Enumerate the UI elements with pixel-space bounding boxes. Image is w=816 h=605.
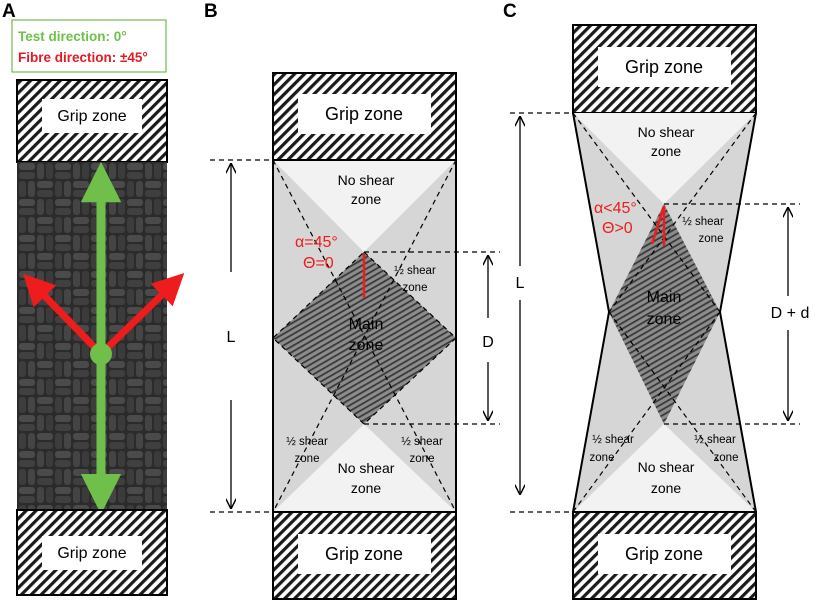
- no-shear-label-top-c-2: zone: [651, 143, 682, 159]
- no-shear-label-bottom-c-2: zone: [651, 480, 682, 496]
- grip-zone-label-top-b: Grip zone: [325, 104, 403, 124]
- no-shear-label-top-b-2: zone: [351, 191, 382, 207]
- no-shear-zone-top-b: [273, 160, 456, 252]
- dimension-d-label-c: D + d: [771, 305, 810, 322]
- grip-zone-label-bottom-b: Grip zone: [325, 544, 403, 564]
- dimension-d-label-b: D: [482, 334, 494, 351]
- half-shear-label-bl-c-1: ½ shear: [592, 434, 634, 446]
- dimension-d-c: [664, 203, 800, 425]
- legend-box: [11, 19, 167, 73]
- alpha-label-c: α<45°: [594, 200, 637, 217]
- grip-label-box-bottom-a: [42, 536, 142, 570]
- half-shear-label-br-b-1: ½ shear: [401, 436, 443, 448]
- grip-zone-label-top-a: Grip zone: [57, 108, 126, 125]
- panel-letter-a: A: [2, 1, 16, 22]
- dimension-d-b: [364, 251, 500, 425]
- specimen-centre-dot: [90, 343, 112, 365]
- no-shear-label-bottom-b-1: No shear: [338, 460, 395, 476]
- half-shear-label-br-c-2: zone: [714, 452, 739, 464]
- half-shear-label-br-b-2: zone: [410, 453, 435, 465]
- grip-zone-label-top-c: Grip zone: [625, 57, 703, 77]
- shear-boundaries-b: [272, 159, 457, 513]
- grip-zone-label-bottom-c: Grip zone: [625, 544, 703, 564]
- legend-test-direction: Test direction: 0°: [18, 29, 127, 44]
- half-shear-label-right-b-2: zone: [403, 282, 428, 294]
- main-zone-label-b-1: Main: [349, 316, 384, 333]
- fibre-direction-arrow-right: [98, 273, 185, 357]
- no-shear-label-bottom-c-1: No shear: [638, 459, 695, 475]
- theta-label-c: Θ>0: [602, 220, 633, 237]
- half-shear-label-right-b-1: ½ shear: [394, 265, 436, 277]
- dimension-l-b: [210, 159, 272, 513]
- grip-label-box-top-b: [298, 94, 431, 134]
- no-shear-zone-top-c: [573, 113, 756, 204]
- grip-zone-label-bottom-a: Grip zone: [57, 545, 126, 562]
- main-zone-b: [273, 252, 456, 424]
- main-zone-label-c-1: Main: [647, 289, 682, 306]
- no-shear-label-top-b-1: No shear: [338, 172, 395, 188]
- panel-a: A Test direction: 0° Fibre direction: ±4…: [2, 1, 185, 596]
- no-shear-label-top-c-1: No shear: [638, 124, 695, 140]
- no-shear-zone-bottom-c: [573, 424, 756, 512]
- half-shear-label-br-c-1: ½ shear: [694, 434, 736, 446]
- half-shear-label-right-c-1: ½ shear: [682, 216, 724, 228]
- no-shear-label-bottom-b-2: zone: [351, 480, 382, 496]
- half-shear-label-bl-c-2: zone: [590, 452, 615, 464]
- half-shear-label-right-c-2: zone: [699, 233, 724, 245]
- theta-label-b: Θ=0: [303, 255, 334, 272]
- fibre-direction-arrow-left: [23, 273, 104, 357]
- half-shear-label-bl-b-1: ½ shear: [286, 436, 328, 448]
- panel-c: C Grip zone No shear zone ½ shear zone M…: [503, 1, 810, 600]
- grip-label-box-bottom-c: [598, 534, 731, 574]
- panel-letter-b: B: [204, 1, 218, 22]
- grip-label-box-top-c: [598, 47, 731, 87]
- angle-marker-c-diagonal: [650, 205, 666, 245]
- legend-fibre-direction: Fibre direction: ±45°: [18, 50, 148, 65]
- woven-fabric-region: [17, 162, 167, 510]
- no-shear-zone-bottom-b: [273, 424, 456, 512]
- grip-label-box-top-a: [42, 99, 142, 133]
- main-zone-label-c-2: zone: [647, 311, 682, 328]
- grip-label-box-bottom-b: [298, 534, 431, 574]
- main-zone-c: [609, 204, 720, 424]
- dimension-l-label-c: L: [516, 275, 525, 292]
- main-zone-label-b-2: zone: [349, 337, 384, 354]
- panel-b: B Grip zone No shear zone ½ shear zone M…: [204, 1, 500, 600]
- panel-letter-c: C: [503, 1, 517, 22]
- dimension-l-label-b: L: [227, 329, 236, 346]
- dimension-l-c: [510, 112, 572, 513]
- alpha-label-b: α=45°: [295, 234, 338, 251]
- half-shear-label-bl-b-2: zone: [295, 453, 320, 465]
